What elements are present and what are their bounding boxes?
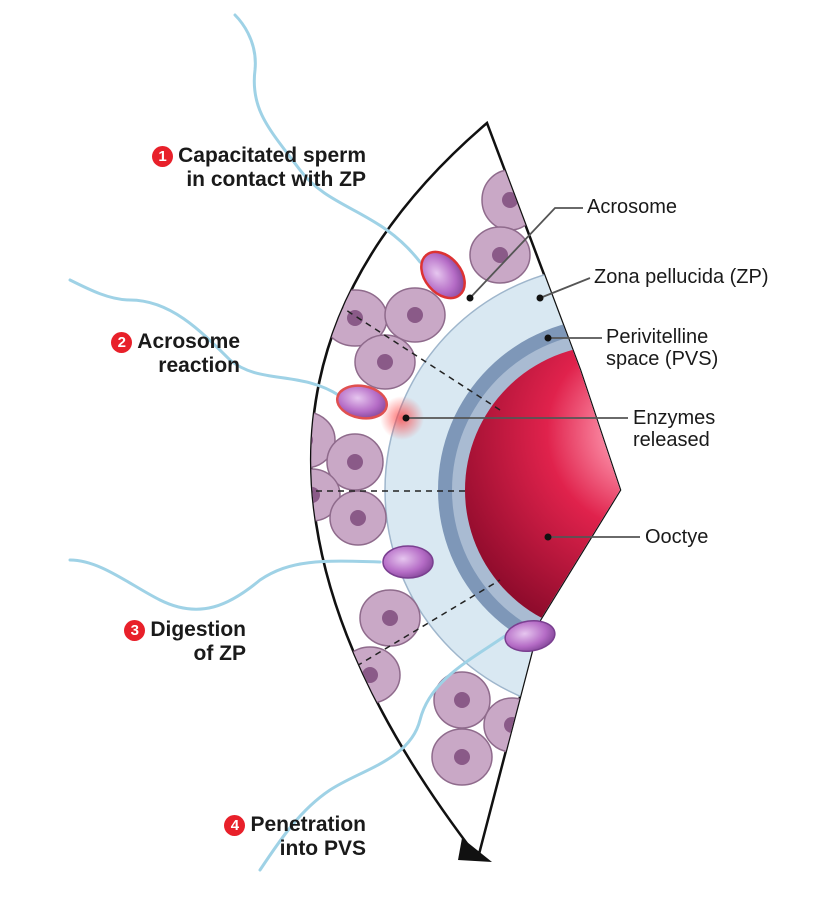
arrowhead-icon <box>458 838 492 862</box>
sperm-tails <box>68 13 507 872</box>
callout-dots <box>402 294 552 541</box>
enzyme-glow <box>380 396 424 440</box>
step-2-badge: 2 <box>111 332 133 353</box>
step-4-badge: 4 <box>224 815 246 836</box>
step-1-badge: 1 <box>152 146 174 167</box>
oocyte <box>465 345 620 635</box>
oocyte-label: Ooctye <box>645 526 709 548</box>
step-3-badge: 3 <box>124 620 146 641</box>
sperm-heads <box>335 250 556 653</box>
acrosome-label: Acrosome <box>587 196 678 218</box>
pvs-label: Perivitelline space (PVS) <box>606 326 719 370</box>
zona-pellucida-label: Zona pellucida (ZP) <box>594 266 769 288</box>
enzymes-label: Enzymes released <box>633 407 716 451</box>
callout-leaders <box>406 207 640 538</box>
